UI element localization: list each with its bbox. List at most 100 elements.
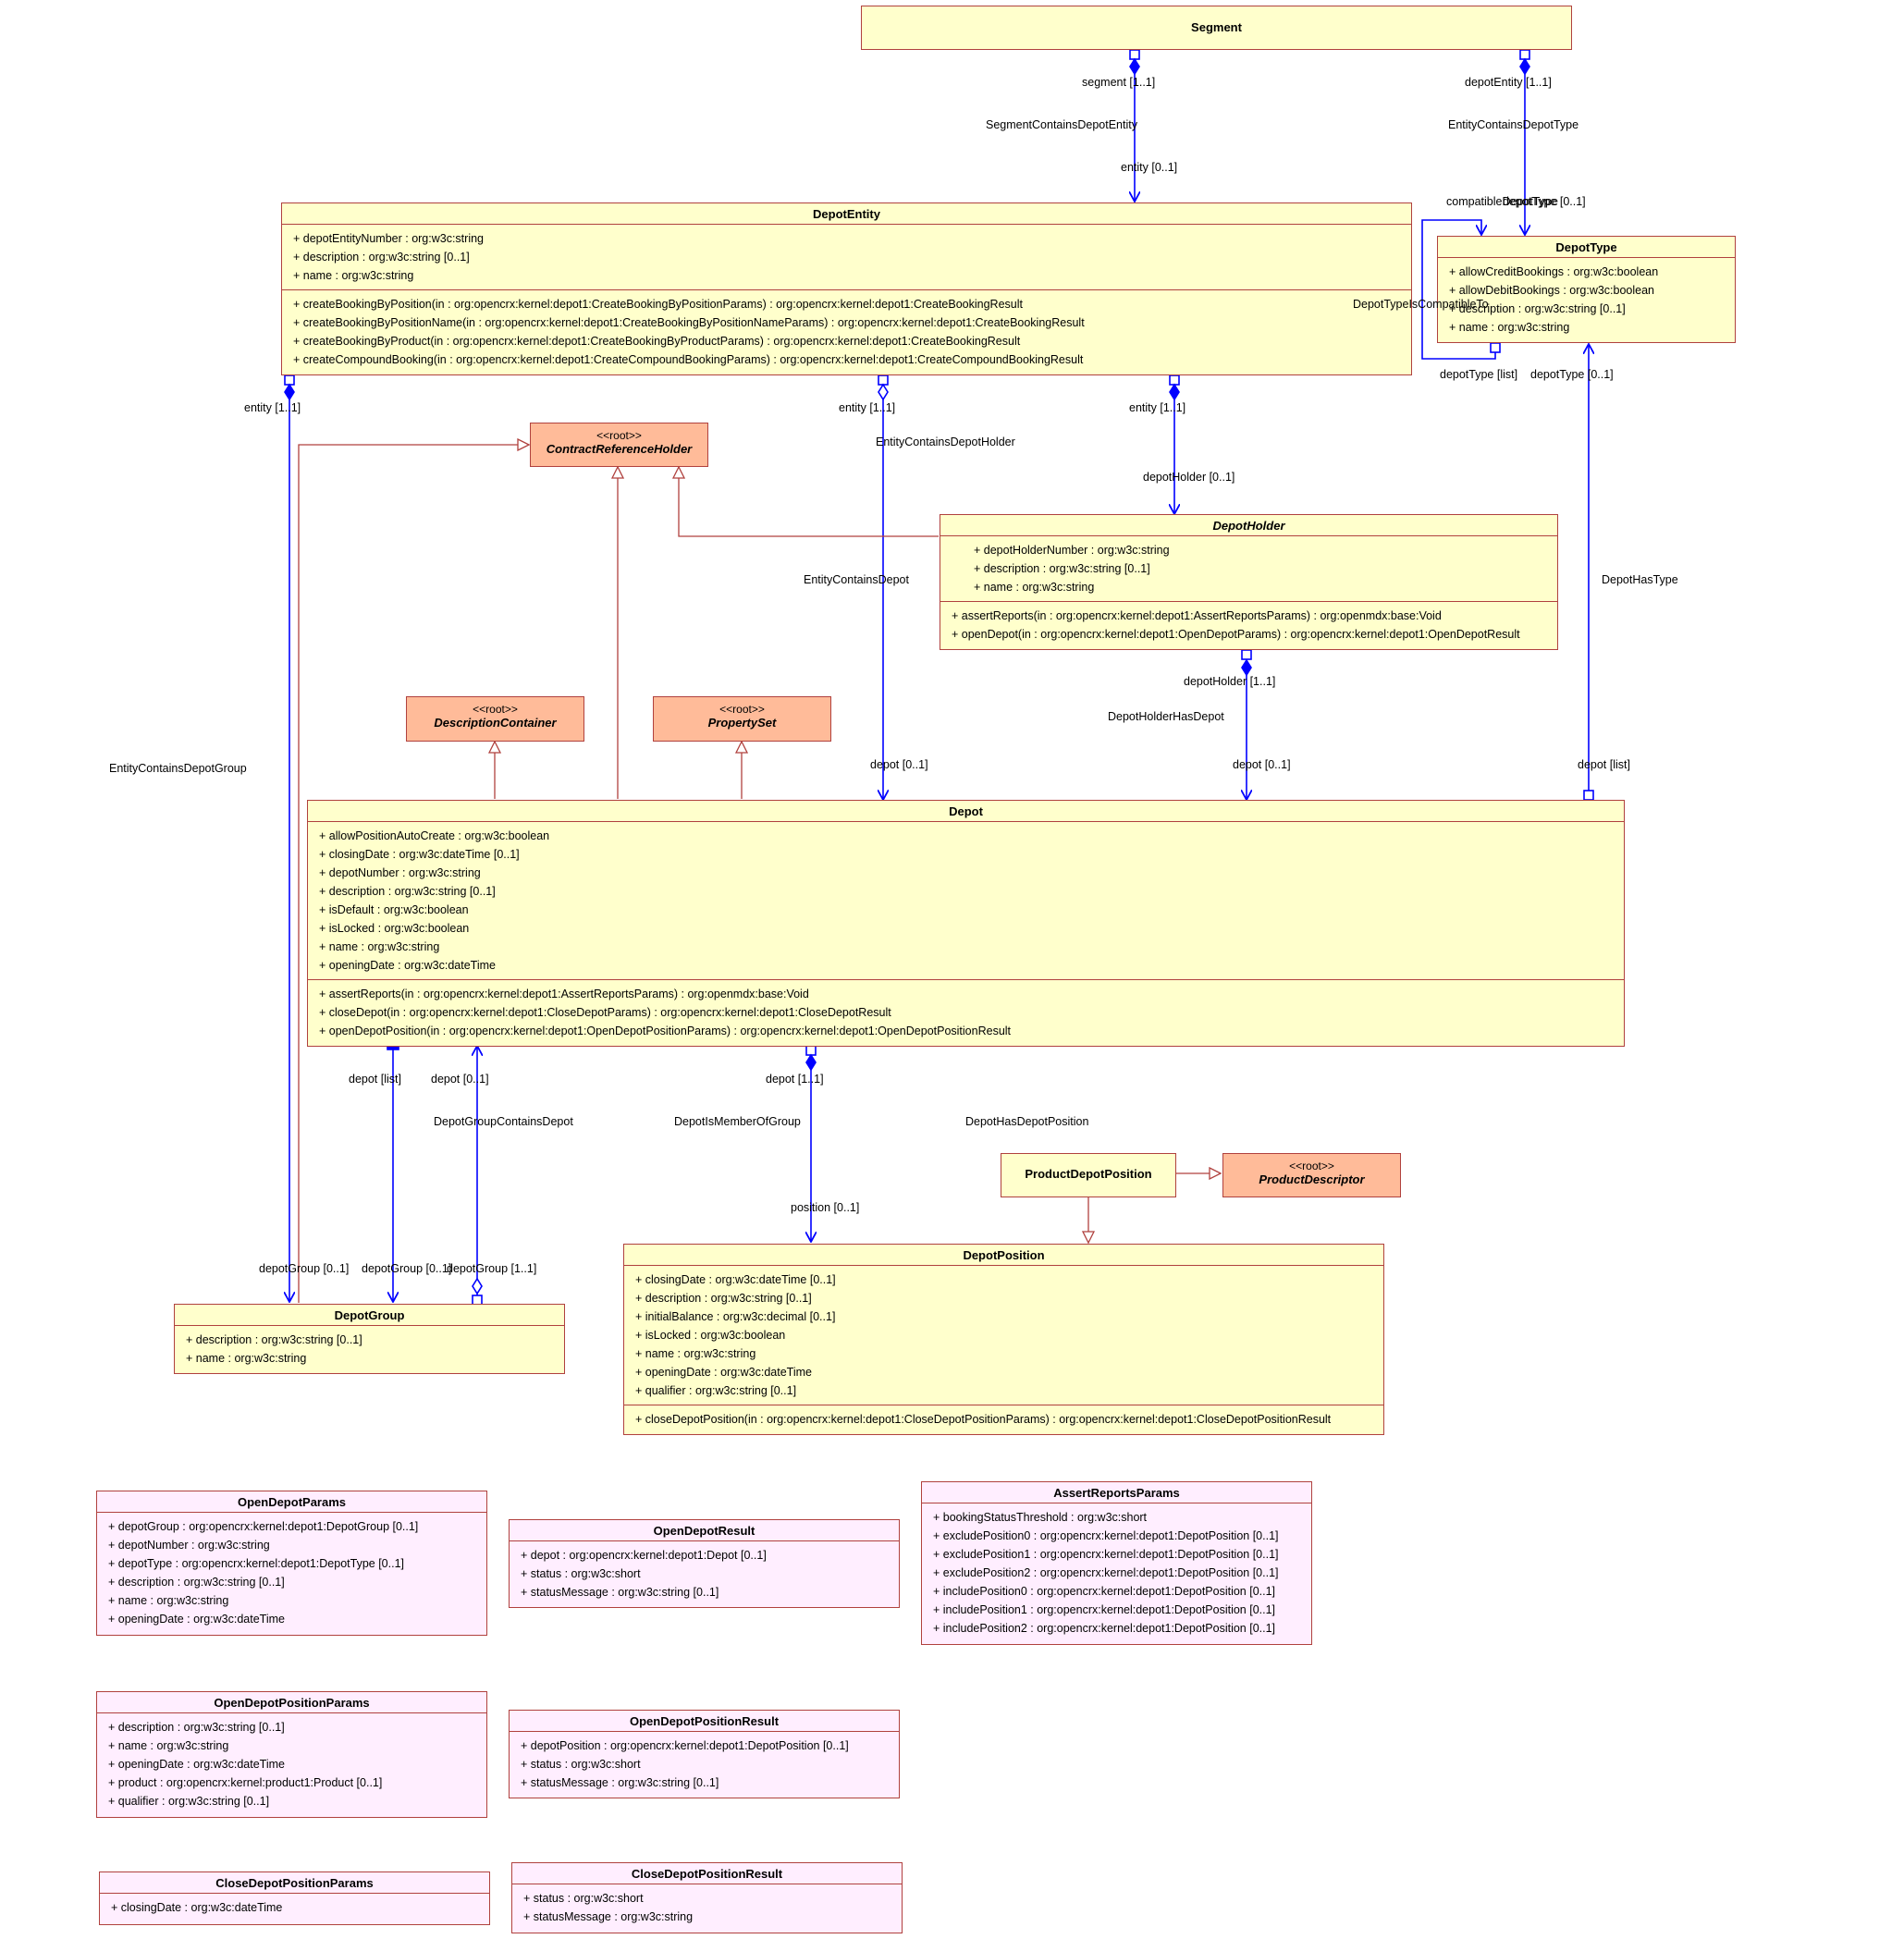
role-label: depotGroup [0..1] — [259, 1262, 350, 1275]
association-name: EntityContainsDepotGroup — [109, 762, 247, 775]
datatype-open-depot-position-result[interactable]: OpenDepotPositionResult + depotPosition … — [509, 1710, 900, 1798]
member-line: + statusMessage : org:w3c:string — [523, 1910, 694, 1923]
member-line: + excludePosition0 : org:opencrx:kernel:… — [933, 1529, 1279, 1542]
attributes-section: + depotPosition : org:opencrx:kernel:dep… — [510, 1732, 899, 1797]
attributes-section: + allowPositionAutoCreate : org:w3c:bool… — [308, 822, 1624, 979]
assoc-end-square — [1241, 649, 1252, 660]
role-label: depot [0..1] — [431, 1073, 489, 1086]
class-name: DescriptionContainer — [434, 716, 557, 730]
aggregation-diamond — [472, 1277, 483, 1295]
class-depot-entity[interactable]: DepotEntity + depotEntityNumber : org:w3… — [281, 202, 1412, 375]
member-line: + openingDate : org:w3c:dateTime — [108, 1758, 285, 1771]
member-line: + excludePosition2 : org:opencrx:kernel:… — [933, 1566, 1279, 1579]
member-line: + qualifier : org:w3c:string [0..1] — [108, 1795, 270, 1808]
class-depot-position[interactable]: DepotPosition + closingDate : org:w3c:da… — [623, 1244, 1384, 1435]
member-line: + description : org:w3c:string [0..1] — [635, 1292, 812, 1305]
root-product-descriptor[interactable]: <<root>> ProductDescriptor — [1222, 1153, 1401, 1197]
role-label: entity [0..1] — [1121, 161, 1178, 174]
member-line: + createBookingByProduct(in : org:opencr… — [293, 335, 1021, 348]
root-property-set[interactable]: <<root>> PropertySet — [653, 696, 831, 742]
datatype-name: OpenDepotPositionResult — [510, 1711, 899, 1732]
attributes-section: + allowCreditBookings : org:w3c:boolean +… — [1438, 258, 1735, 341]
attributes-section: + status : org:w3c:short + statusMessage … — [512, 1884, 902, 1931]
member-line: + openingDate : org:w3c:dateTime — [635, 1366, 812, 1379]
stereotype: <<root>> — [719, 703, 765, 716]
class-name: ProductDescriptor — [1259, 1172, 1365, 1186]
member-line: + allowCreditBookings : org:w3c:boolean — [1449, 265, 1659, 278]
datatype-assert-reports-params[interactable]: AssertReportsParams + bookingStatusThres… — [921, 1481, 1312, 1645]
composition-diamond — [1169, 383, 1180, 401]
attributes-section: + depotEntityNumber : org:w3c:string + de… — [282, 225, 1411, 289]
class-depot[interactable]: Depot + allowPositionAutoCreate : org:w3… — [307, 800, 1625, 1047]
association-name: DepotGroupContainsDepot — [434, 1115, 573, 1128]
member-line: + name : org:w3c:string — [974, 581, 1095, 594]
class-name: DepotPosition — [624, 1245, 1383, 1266]
member-line: + isDefault : org:w3c:boolean — [319, 903, 469, 916]
member-line: + isLocked : org:w3c:boolean — [635, 1329, 786, 1342]
association-name: EntityContainsDepot — [804, 573, 909, 586]
class-depot-type[interactable]: DepotType + allowCreditBookings : org:w3… — [1437, 236, 1736, 343]
member-line: + depot : org:opencrx:kernel:depot1:Depo… — [521, 1549, 767, 1562]
member-line: + description : org:w3c:string [0..1] — [186, 1333, 362, 1346]
member-line: + description : org:w3c:string [0..1] — [1449, 302, 1626, 315]
member-line: + createBookingByPosition(in : org:openc… — [293, 298, 1023, 311]
association-name: DepotHasDepotPosition — [965, 1115, 1089, 1128]
member-line: + name : org:w3c:string — [108, 1594, 229, 1607]
member-line: + statusMessage : org:w3c:string [0..1] — [521, 1776, 719, 1789]
attributes-section: + description : org:w3c:string [0..1]+ n… — [175, 1326, 564, 1372]
member-line: + closeDepot(in : org:opencrx:kernel:dep… — [319, 1006, 891, 1019]
role-label: depotHolder [1..1] — [1184, 675, 1276, 688]
datatype-close-depot-position-params[interactable]: CloseDepotPositionParams + closingDate :… — [99, 1872, 490, 1925]
association-name: SegmentContainsDepotEntity — [986, 118, 1137, 131]
member-line: + depotNumber : org:w3c:string — [319, 866, 481, 879]
member-line: + depotEntityNumber : org:w3c:string — [293, 232, 484, 245]
association-name: EntityContainsDepotHolder — [876, 436, 1015, 448]
association-name: DepotIsMemberOfGroup — [674, 1115, 801, 1128]
class-depot-holder[interactable]: DepotHolder + depotHolderNumber : org:w3… — [940, 514, 1558, 650]
association-name: DepotHasType — [1602, 573, 1678, 586]
member-line: + openingDate : org:w3c:dateTime — [108, 1613, 285, 1626]
member-line: + depotHolderNumber : org:w3c:string — [974, 544, 1170, 557]
role-label: segment [1..1] — [1082, 76, 1156, 89]
member-line: + depotNumber : org:w3c:string — [108, 1539, 270, 1552]
member-line: + closingDate : org:w3c:dateTime [0..1] — [319, 848, 520, 861]
datatype-open-depot-params[interactable]: OpenDepotParams + depotGroup : org:openc… — [96, 1491, 487, 1636]
role-label: entity [1..1] — [839, 401, 896, 414]
member-line: + product : org:opencrx:kernel:product1:… — [108, 1776, 383, 1789]
attributes-section: + depotHolderNumber : org:w3c:string + de… — [940, 536, 1557, 601]
member-line: + status : org:w3c:short — [521, 1758, 641, 1771]
role-label: depotHolder [0..1] — [1143, 471, 1235, 484]
member-line: + status : org:w3c:short — [523, 1892, 644, 1905]
member-line: + isLocked : org:w3c:boolean — [319, 922, 470, 935]
datatype-open-depot-result[interactable]: OpenDepotResult + depot : org:opencrx:ke… — [509, 1519, 900, 1608]
class-name: PropertySet — [707, 716, 777, 730]
association-name: EntityContainsDepotType — [1448, 118, 1579, 131]
member-line: + description : org:w3c:string [0..1] — [293, 251, 470, 264]
member-line: + createCompoundBooking(in : org:opencrx… — [293, 353, 1084, 366]
composition-diamond — [805, 1053, 817, 1072]
association-name: DepotHolderHasDepot — [1108, 710, 1224, 723]
aggregation-diamond — [878, 383, 889, 401]
association-name: DepotTypeIsCompatibleTo — [1353, 298, 1489, 311]
role-label: entity [1..1] — [244, 401, 301, 414]
member-line: + closeDepotPosition(in : org:opencrx:ke… — [635, 1413, 1332, 1426]
datatype-name: OpenDepotResult — [510, 1520, 899, 1541]
datatype-close-depot-position-result[interactable]: CloseDepotPositionResult + status : org:… — [511, 1862, 903, 1933]
datatype-name: AssertReportsParams — [922, 1482, 1311, 1503]
role-label: depotType [0..1] — [1530, 368, 1614, 381]
member-line: + name : org:w3c:string — [1449, 321, 1570, 334]
class-segment[interactable]: Segment — [861, 6, 1572, 50]
member-line: + name : org:w3c:string — [293, 269, 414, 282]
operations-section: + assertReports(in : org:opencrx:kernel:… — [308, 979, 1624, 1045]
datatype-open-depot-position-params[interactable]: OpenDepotPositionParams + description : … — [96, 1691, 487, 1818]
class-product-depot-position[interactable]: ProductDepotPosition — [1001, 1153, 1176, 1197]
root-contract-reference-holder[interactable]: <<root>> ContractReferenceHolder — [530, 423, 708, 467]
class-name: Segment — [1191, 20, 1242, 34]
member-line: + description : org:w3c:string [0..1] — [974, 562, 1150, 575]
assoc-depottype-self — [1421, 219, 1496, 360]
operations-section: + closeDepotPosition(in : org:opencrx:ke… — [624, 1405, 1383, 1433]
class-depot-group[interactable]: DepotGroup + description : org:w3c:strin… — [174, 1304, 565, 1374]
root-description-container[interactable]: <<root>> DescriptionContainer — [406, 696, 584, 742]
member-line: + openDepot(in : org:opencrx:kernel:depo… — [952, 628, 1520, 641]
class-name: Depot — [308, 801, 1624, 822]
